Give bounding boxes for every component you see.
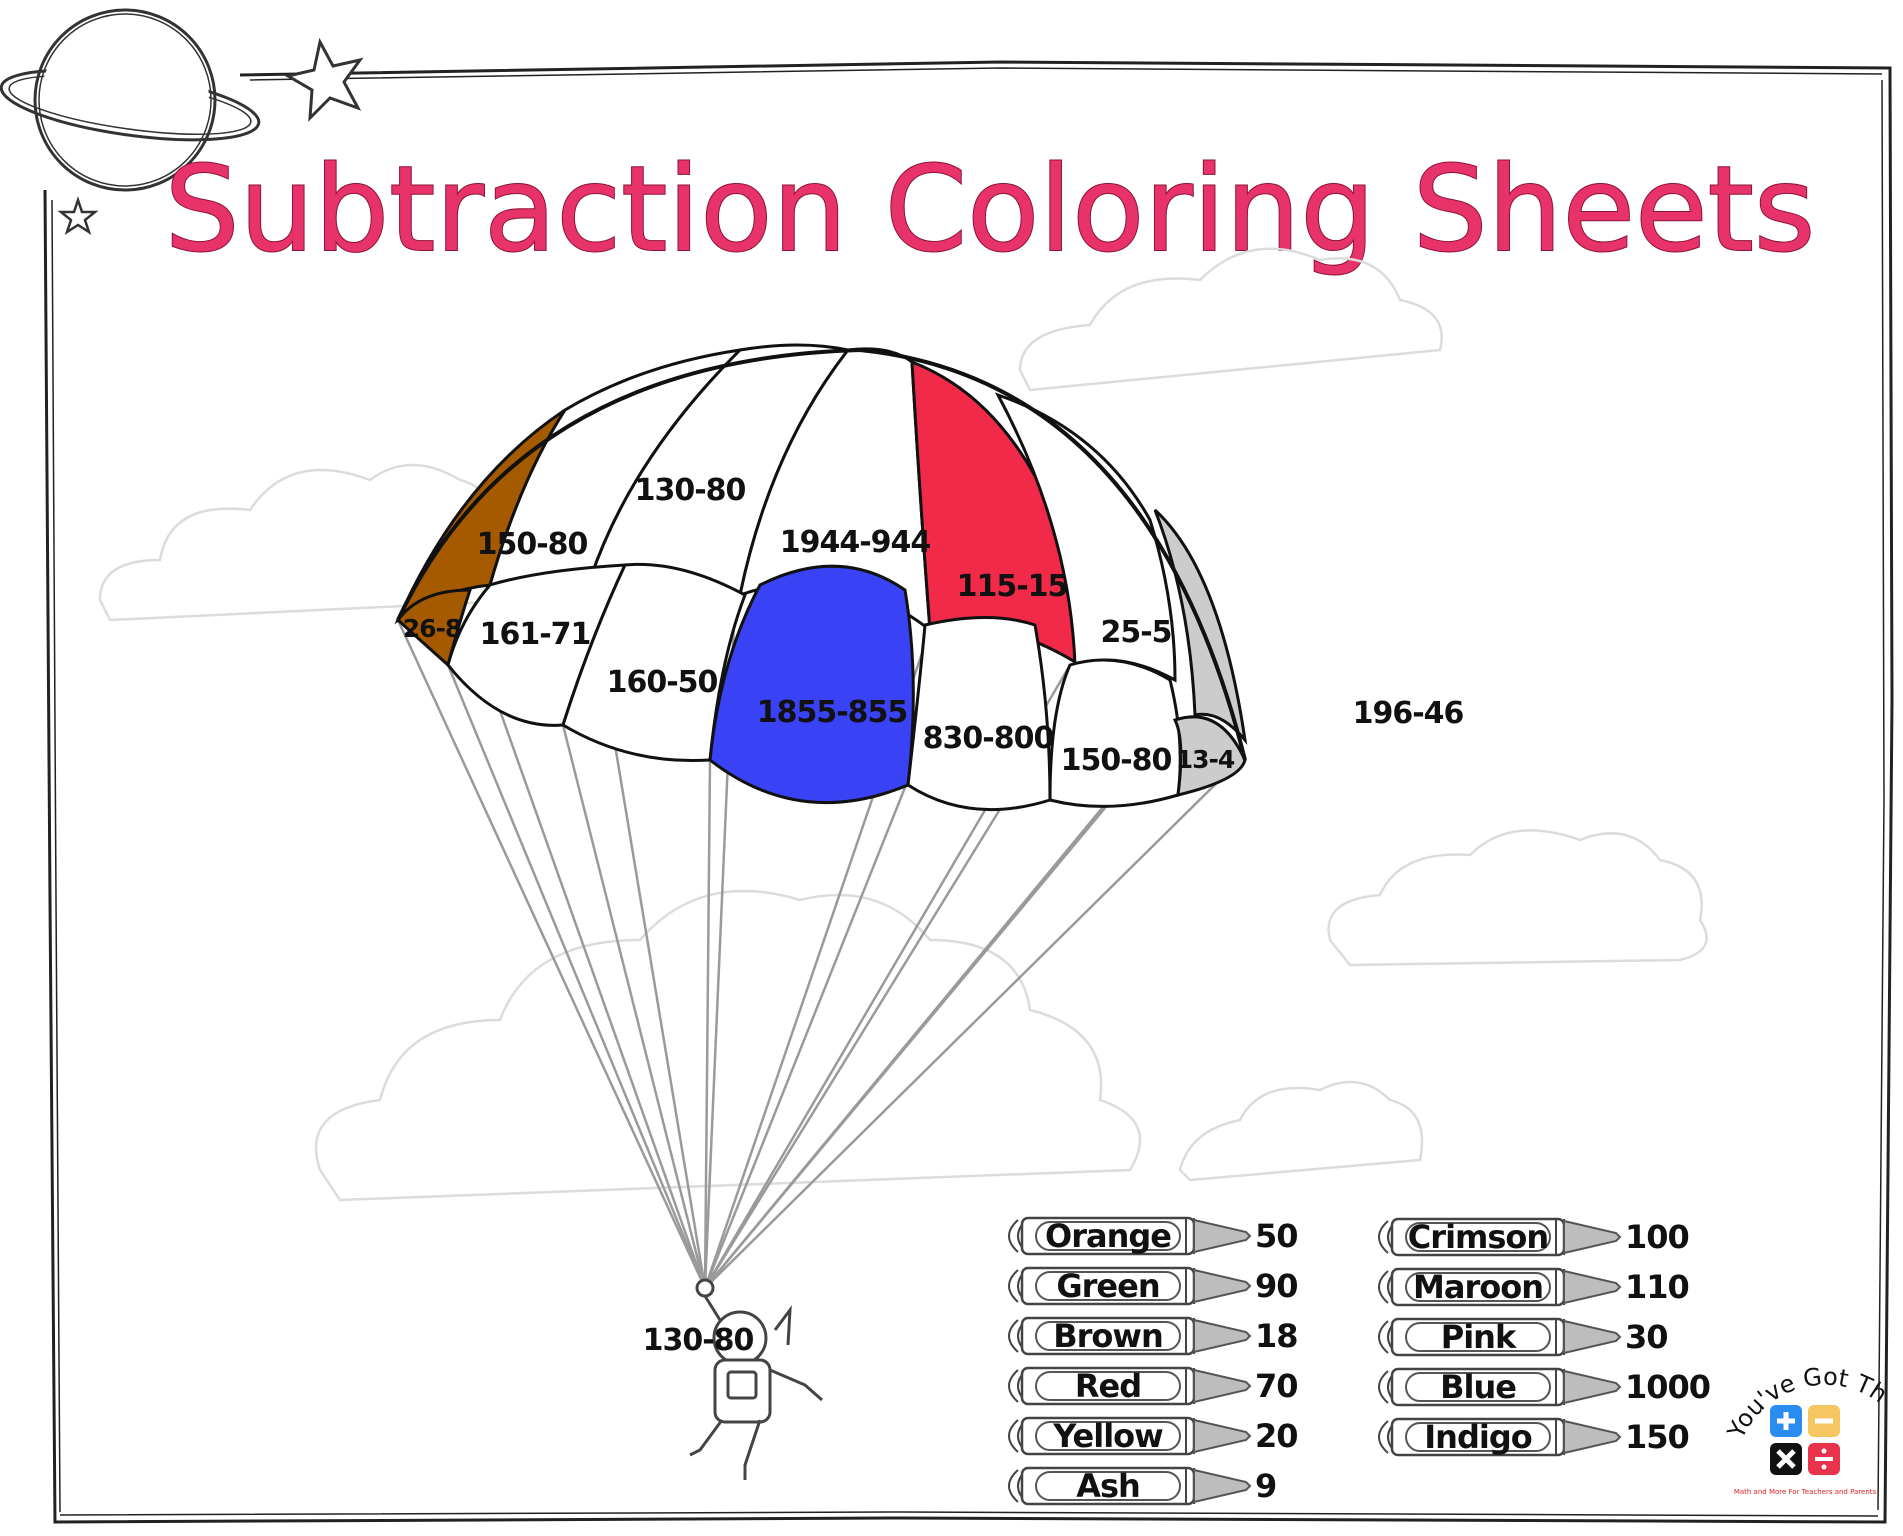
problem-1944-944: 1944-944	[780, 525, 931, 560]
right-color-name: Blue	[1440, 1368, 1516, 1406]
right-crayon-blue: Blue 1000	[1378, 1367, 1711, 1407]
panel-blue	[708, 564, 915, 805]
astronaut	[689, 1278, 823, 1480]
problem-130-80-astronaut: 130-80	[643, 1323, 754, 1358]
problem-25-5: 25-5	[1100, 615, 1171, 650]
problem-26-8: 26-8	[403, 614, 462, 643]
right-color-value: 1000	[1625, 1368, 1710, 1406]
parachute-canopy	[394, 343, 1248, 812]
panel-830-800	[906, 616, 1052, 812]
left-color-value: 18	[1255, 1317, 1298, 1355]
left-color-name: Orange	[1045, 1217, 1171, 1255]
panel-160-50	[561, 562, 747, 763]
left-crayon-brown: Brown 18	[1008, 1316, 1299, 1356]
left-color-name: Red	[1075, 1367, 1141, 1405]
problem-160-50: 160-50	[607, 665, 718, 700]
left-color-value: 9	[1255, 1467, 1276, 1505]
problem-13-4: 13-4	[1176, 745, 1235, 774]
left-color-value: 70	[1255, 1367, 1298, 1405]
right-crayon-pink: Pink 30	[1378, 1317, 1669, 1357]
problem-150-80-top: 150-80	[477, 527, 588, 562]
right-color-name: Crimson	[1408, 1218, 1548, 1256]
problem-830-800: 830-800	[923, 721, 1054, 756]
left-color-value: 20	[1255, 1417, 1298, 1455]
problem-150-80-low: 150-80	[1061, 743, 1172, 778]
right-crayon-crimson: Crimson 100	[1378, 1217, 1690, 1257]
right-color-name: Maroon	[1413, 1268, 1543, 1306]
right-color-name: Indigo	[1424, 1418, 1531, 1456]
problem-labels: 26-8 150-80 130-80 1944-944 115-15 25-5 …	[403, 473, 1465, 1358]
right-color-name: Pink	[1441, 1318, 1517, 1356]
left-crayon-orange: Orange 50	[1008, 1216, 1299, 1256]
left-crayon-ash: Ash 9	[1008, 1466, 1277, 1506]
right-color-value: 30	[1625, 1318, 1668, 1356]
left-color-value: 90	[1255, 1267, 1298, 1305]
left-color-name: Brown	[1053, 1317, 1163, 1355]
problem-161-71: 161-71	[480, 617, 591, 652]
right-color-value: 100	[1625, 1218, 1689, 1256]
left-crayon-yellow: Yellow 20	[1008, 1416, 1299, 1456]
problem-196-46: 196-46	[1353, 696, 1464, 731]
left-color-name: Green	[1056, 1267, 1159, 1305]
right-crayon-maroon: Maroon 110	[1378, 1267, 1690, 1307]
left-crayon-green: Green 90	[1008, 1266, 1299, 1306]
left-color-name: Ash	[1076, 1467, 1140, 1505]
logo-tagline: Math and More For Teachers and Parents	[1734, 1488, 1877, 1496]
left-color-name: Yellow	[1052, 1417, 1163, 1455]
page-title: Subtraction Coloring Sheets	[165, 140, 1816, 278]
left-crayon-red: Red 70	[1008, 1366, 1299, 1406]
problem-115-15: 115-15	[957, 569, 1068, 604]
right-color-value: 110	[1625, 1268, 1689, 1306]
right-crayon-indigo: Indigo 150	[1378, 1417, 1690, 1457]
problem-1855-855: 1855-855	[757, 695, 908, 730]
panel-25-5	[994, 392, 1177, 683]
panel-150-80-low	[1048, 658, 1182, 808]
panel-ash-low	[1172, 715, 1247, 797]
left-color-value: 50	[1255, 1217, 1298, 1255]
panel-brown-low	[395, 588, 473, 668]
small-star-icon	[57, 196, 99, 235]
page-frame	[43, 60, 1894, 1524]
planet-icon	[0, 8, 261, 192]
problem-130-80-top: 130-80	[635, 473, 746, 508]
right-color-value: 150	[1625, 1418, 1689, 1456]
star-icon	[283, 37, 364, 122]
